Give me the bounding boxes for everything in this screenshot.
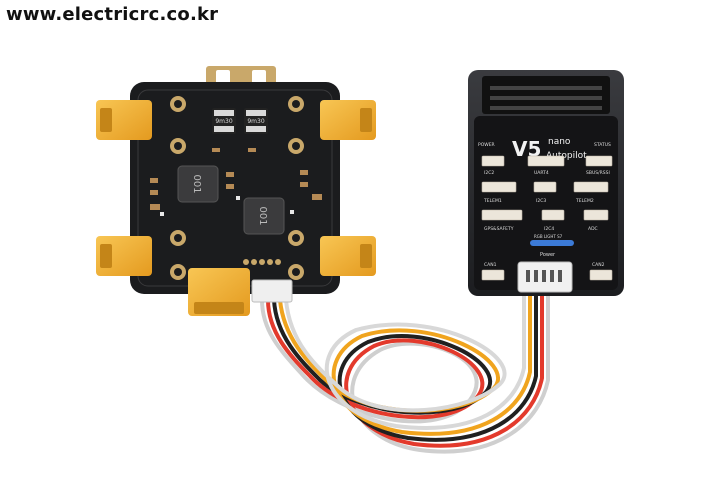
port-label-telem2: TELEM2 xyxy=(575,198,594,204)
port-label-uart4: UART4 xyxy=(534,170,549,176)
port-can2 xyxy=(589,269,613,281)
port-can1 xyxy=(481,269,505,281)
port-i2c4 xyxy=(541,209,565,221)
regulator-2-label: 9m30 xyxy=(247,118,264,125)
port-label-adc: ADC xyxy=(588,226,598,232)
port-label-i2c4: I2C4 xyxy=(544,226,554,232)
port-label-i2c3: I2C3 xyxy=(536,198,546,204)
inductor-2-label: 001 xyxy=(257,206,268,225)
signal-header xyxy=(243,259,281,265)
port-label-status: STATUS xyxy=(594,142,611,148)
power-distribution-board: 9m30 9m30 001 001 xyxy=(96,66,376,316)
port-telem2 xyxy=(573,181,609,193)
rgb-label: RGB LIGHT S7 xyxy=(534,234,563,239)
port-label-can1: CAN1 xyxy=(484,262,497,268)
cable-harness xyxy=(260,288,550,454)
port-label-telem1: TELEM1 xyxy=(483,198,502,204)
servo-header xyxy=(482,76,610,114)
inductor-1-label: 001 xyxy=(191,174,202,193)
regulator-1-label: 9m30 xyxy=(215,118,232,125)
port-i2c2 xyxy=(481,155,505,167)
rgb-light xyxy=(530,240,574,246)
inductor-1 xyxy=(177,165,219,203)
port-label-sbus: SBUS/RSSI xyxy=(586,170,610,176)
fc-name: Autopilot xyxy=(546,151,587,161)
inductor-2 xyxy=(243,197,285,235)
wire-black xyxy=(272,288,538,442)
port-i2c3 xyxy=(533,181,557,193)
port-label-gps: GPS&SAFETY xyxy=(484,226,514,232)
flight-controller: V5 nano Autopilot POWER STATUS I2C2 UART… xyxy=(468,70,624,296)
port-adc xyxy=(583,209,609,221)
port-label-power: POWER xyxy=(478,142,495,148)
port-telem1 xyxy=(481,181,517,193)
fc-variant: nano xyxy=(548,137,571,147)
smd-components xyxy=(150,148,322,210)
port-uart4 xyxy=(527,155,565,167)
website-watermark: www.electricrc.co.kr xyxy=(6,4,219,25)
wire-white-2 xyxy=(284,288,526,430)
jst-connector-pdb xyxy=(251,279,293,303)
port-label-i2c2: I2C2 xyxy=(484,170,494,176)
fc-ports xyxy=(481,155,613,281)
power-label: Power xyxy=(540,252,556,258)
port-gps xyxy=(481,209,523,221)
port-label-can2: CAN2 xyxy=(592,262,605,268)
wire-red xyxy=(266,288,544,448)
port-sbus xyxy=(585,155,613,167)
